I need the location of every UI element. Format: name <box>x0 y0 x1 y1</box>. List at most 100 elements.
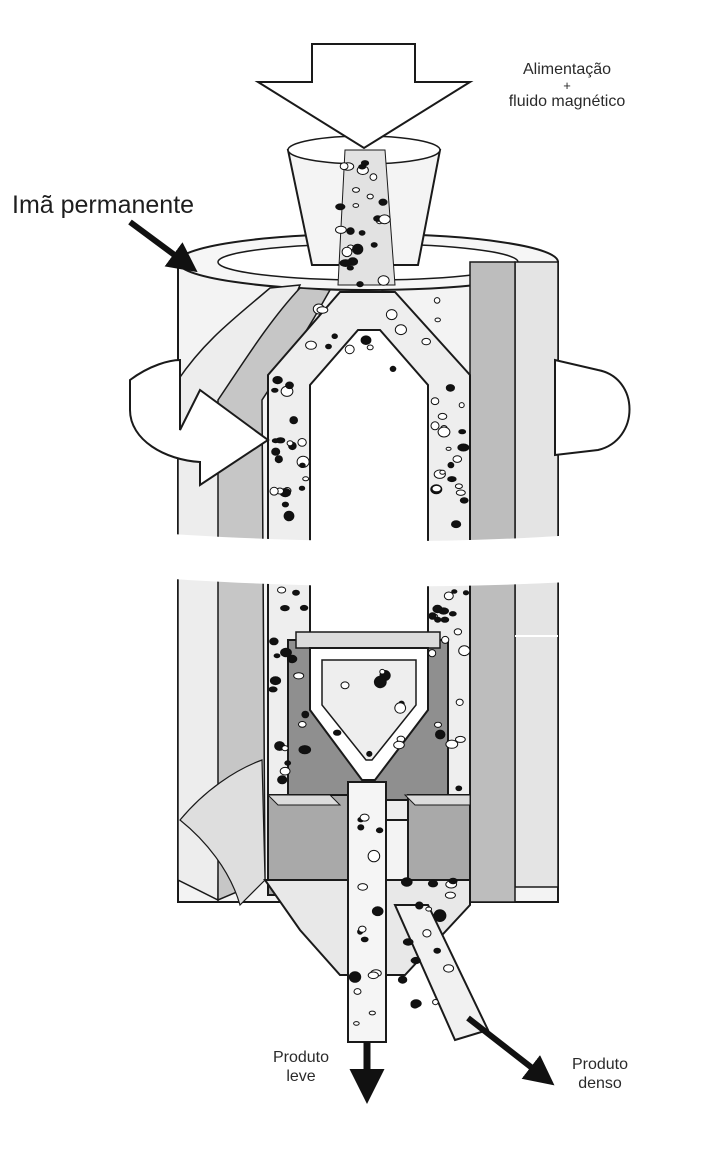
particle <box>293 590 300 595</box>
particle <box>284 511 294 521</box>
particle <box>436 730 445 739</box>
particle <box>456 786 462 791</box>
particle <box>449 612 456 616</box>
particle <box>463 591 468 595</box>
particle <box>272 448 280 455</box>
particle <box>273 377 282 384</box>
particle <box>444 965 454 972</box>
particle <box>300 605 307 610</box>
particle <box>286 382 294 389</box>
particle <box>402 878 413 886</box>
particle <box>303 477 309 481</box>
particle <box>270 677 280 685</box>
feed-label-line1: Alimentação <box>523 61 611 78</box>
particle <box>299 746 311 754</box>
particle <box>278 587 286 593</box>
particle <box>459 646 470 656</box>
particle <box>290 417 298 424</box>
particle <box>361 336 371 345</box>
particle <box>371 243 377 248</box>
particle <box>445 892 455 898</box>
particle <box>428 880 437 887</box>
particle <box>340 260 351 267</box>
particle <box>282 502 288 507</box>
dense-product-label-line1: Produto <box>540 1055 660 1074</box>
particle <box>368 972 378 979</box>
particle <box>278 776 287 784</box>
particle <box>294 673 304 679</box>
particle <box>438 413 447 419</box>
particle <box>306 341 317 349</box>
particle <box>438 427 450 437</box>
particle <box>317 307 328 313</box>
particle <box>336 204 345 210</box>
particle <box>280 767 290 775</box>
particle <box>299 722 307 728</box>
particle <box>336 226 347 233</box>
particle <box>456 699 463 705</box>
particle <box>372 907 383 916</box>
particle <box>287 441 293 446</box>
particle <box>359 926 366 932</box>
particle <box>300 463 306 467</box>
particle <box>454 629 461 635</box>
particle <box>449 878 457 884</box>
particle <box>275 456 282 463</box>
particle <box>353 188 360 193</box>
particle <box>340 163 348 170</box>
particle <box>374 676 386 687</box>
particle <box>358 825 364 830</box>
particle <box>349 972 360 983</box>
particle <box>274 654 280 658</box>
light-product-label-line1: Produto <box>246 1048 356 1067</box>
particle <box>347 266 353 270</box>
particle <box>395 703 406 713</box>
particle <box>281 606 290 611</box>
particle <box>444 592 453 600</box>
particle <box>440 470 445 474</box>
magnet-label: Imã permanente <box>12 190 194 220</box>
particle <box>360 814 369 821</box>
particle <box>368 850 380 861</box>
particle <box>270 638 278 645</box>
particle <box>435 722 442 727</box>
particle <box>455 484 462 489</box>
particle <box>353 204 359 208</box>
particle <box>332 334 337 339</box>
particle <box>458 444 469 451</box>
particle <box>416 902 423 909</box>
particle <box>456 736 466 742</box>
particle <box>379 199 387 205</box>
particle <box>403 939 413 945</box>
particle <box>359 165 366 169</box>
particle <box>367 751 372 756</box>
particle <box>369 1011 375 1015</box>
particle <box>456 490 465 495</box>
particle <box>433 1000 439 1005</box>
particle <box>376 828 382 833</box>
dense-product-label: Produto denso <box>540 1055 660 1093</box>
particle <box>426 907 432 911</box>
particle <box>380 669 385 674</box>
particle <box>378 276 389 285</box>
particle <box>434 298 440 304</box>
particle <box>394 741 405 748</box>
particle <box>398 976 406 983</box>
particle <box>431 422 439 430</box>
particle <box>434 948 441 953</box>
particle <box>347 228 354 235</box>
particle <box>446 385 454 392</box>
particle <box>448 462 454 467</box>
particle <box>298 439 306 447</box>
feed-label-plus: + <box>462 79 672 92</box>
particle <box>334 730 341 735</box>
particle <box>379 215 390 224</box>
particle <box>386 310 397 320</box>
particle <box>411 958 417 962</box>
particle <box>361 937 368 942</box>
dense-product-arrow <box>468 1018 545 1078</box>
feed-arrow <box>258 44 470 148</box>
feed-funnel <box>288 136 440 285</box>
particle <box>269 687 277 692</box>
